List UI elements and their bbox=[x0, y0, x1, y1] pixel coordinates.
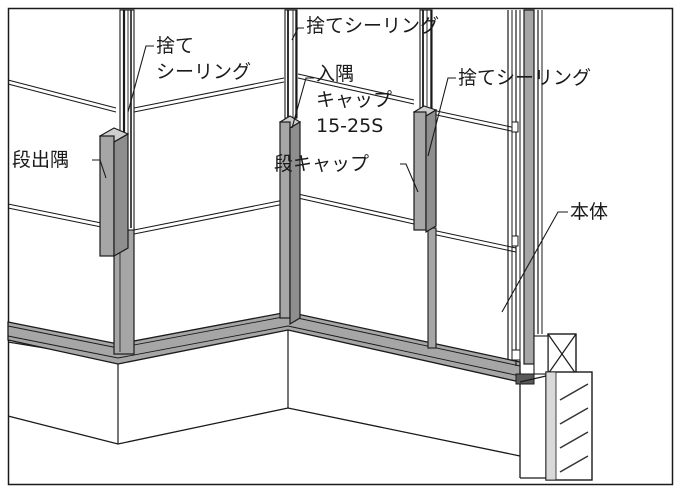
label-hontai: 本体 bbox=[570, 201, 608, 223]
leader-sute-sealing-left bbox=[127, 45, 154, 113]
labels: 捨て シーリング 捨てシーリング 入隅 キャップ 15-25S 捨てシーリング … bbox=[12, 15, 608, 223]
right-vertical-joint bbox=[412, 9, 438, 349]
step-outside-corner-piece bbox=[98, 127, 130, 258]
label-irisumi-line3: 15-25S bbox=[316, 115, 383, 137]
leader-lines bbox=[92, 27, 568, 313]
label-sute-sealing-right: 捨てシーリング bbox=[458, 67, 591, 89]
label-irisumi-line2: キャップ bbox=[316, 89, 392, 111]
leader-sute-sealing-top bbox=[291, 27, 304, 41]
right-wall-joints bbox=[297, 73, 517, 253]
main-body-frame bbox=[507, 9, 543, 385]
label-dan-desumi: 段出隅 bbox=[12, 149, 69, 171]
timber-sill-section bbox=[533, 333, 577, 375]
label-dan-cap: 段キャップ bbox=[274, 153, 369, 175]
leader-hontai bbox=[501, 211, 568, 313]
label-sute-sealing-top: 捨てシーリング bbox=[306, 15, 439, 37]
left-wall-joints bbox=[7, 79, 117, 231]
leader-sute-sealing-right bbox=[427, 77, 456, 157]
leader-dan-cap bbox=[400, 163, 419, 193]
middle-wall-joints bbox=[133, 77, 285, 235]
leader-irisumi-cap bbox=[291, 77, 314, 129]
label-sute-sealing-left-line2: シーリング bbox=[156, 61, 251, 83]
foundation-section bbox=[519, 371, 593, 481]
label-sute-sealing-left-line1: 捨て bbox=[156, 35, 194, 57]
label-irisumi-line1: 入隅 bbox=[316, 63, 354, 85]
leader-dan-desumi bbox=[92, 159, 107, 179]
